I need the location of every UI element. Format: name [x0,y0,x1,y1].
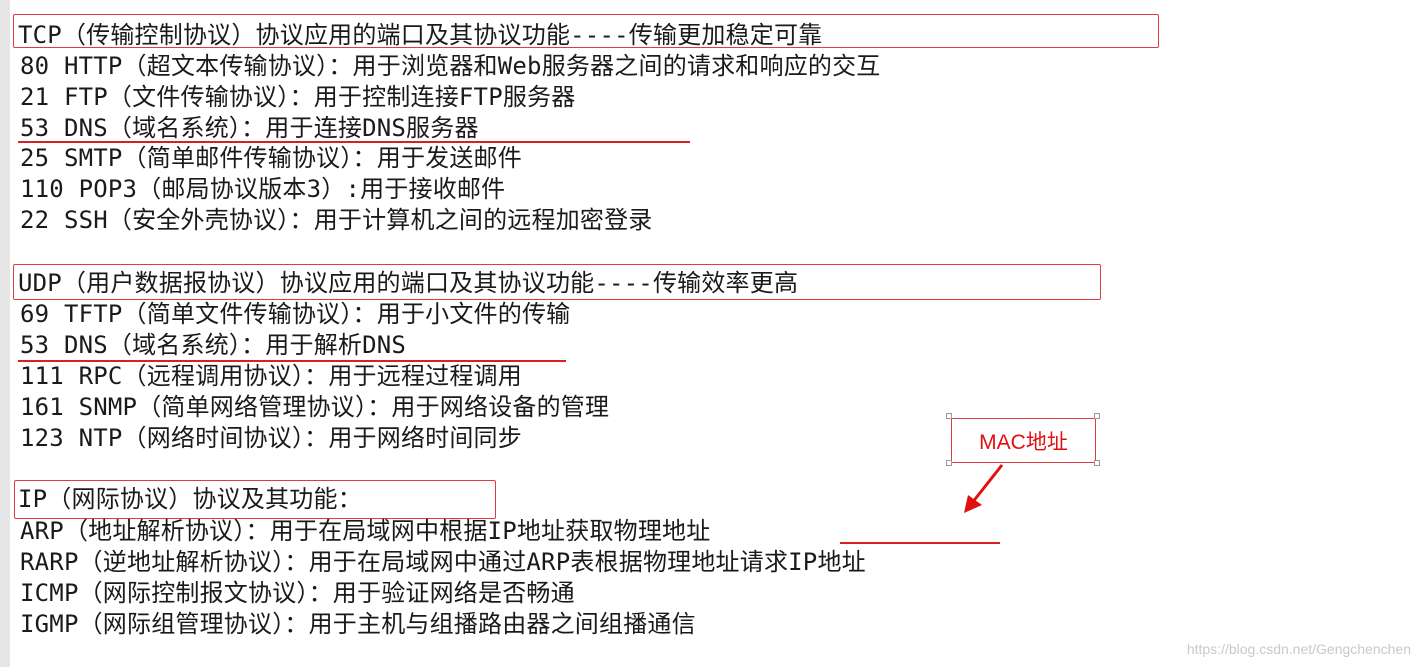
callout-handle-tr [1094,413,1100,419]
watermark: https://blog.csdn.net/Gengchenchen [1186,641,1411,657]
ip-heading: IP（网际协议）协议及其功能： [18,485,362,513]
callout-arrow-icon [964,464,1004,513]
udp-line-ntp: 123 NTP（网络时间协议）：用于网络时间同步 [20,424,522,452]
callout-handle-br [1094,460,1100,466]
tcp-line-pop3: 110 POP3（邮局协议版本3）:用于接收邮件 [20,175,506,203]
tcp-heading: TCP（传输控制协议）协议应用的端口及其协议功能----传输更加稳定可靠 [18,21,823,49]
udp-line-rpc: 111 RPC（远程调用协议）：用于远程过程调用 [20,362,522,390]
udp-line-snmp: 161 SNMP（简单网络管理协议）：用于网络设备的管理 [20,393,610,421]
tcp-line-dns: 53 DNS（域名系统）：用于连接DNS服务器 [20,114,479,142]
callout-handle-tl [946,413,952,419]
callout-label: MAC地址 [979,430,1068,454]
ip-line-arp: ARP（地址解析协议）：用于在局域网中根据IP地址获取物理地址 [20,517,711,545]
tcp-line-ssh: 22 SSH（安全外壳协议）：用于计算机之间的远程加密登录 [20,206,653,234]
callout-handle-bl [946,460,952,466]
tcp-line-smtp: 25 SMTP（简单邮件传输协议）：用于发送邮件 [20,144,522,172]
mac-address-callout: MAC地址 [951,418,1096,463]
ip-line-igmp: IGMP（网际组管理协议）：用于主机与组播路由器之间组播通信 [20,610,696,638]
ip-line-icmp: ICMP（网际控制报文协议）：用于验证网络是否畅通 [20,579,575,607]
ip-line-rarp: RARP（逆地址解析协议）：用于在局域网中通过ARP表根据物理地址请求IP地址 [20,548,866,576]
left-margin-bar [0,0,10,667]
udp-heading: UDP（用户数据报协议）协议应用的端口及其协议功能----传输效率更高 [18,269,799,297]
arp-physical-address-underline [840,542,1000,544]
udp-line-dns: 53 DNS（域名系统）：用于解析DNS [20,331,407,359]
udp-line-tftp: 69 TFTP（简单文件传输协议）：用于小文件的传输 [20,300,571,328]
tcp-line-http: 80 HTTP（超文本传输协议）：用于浏览器和Web服务器之间的请求和响应的交互 [20,52,881,80]
tcp-line-ftp: 21 FTP（文件传输协议）：用于控制连接FTP服务器 [20,83,576,111]
